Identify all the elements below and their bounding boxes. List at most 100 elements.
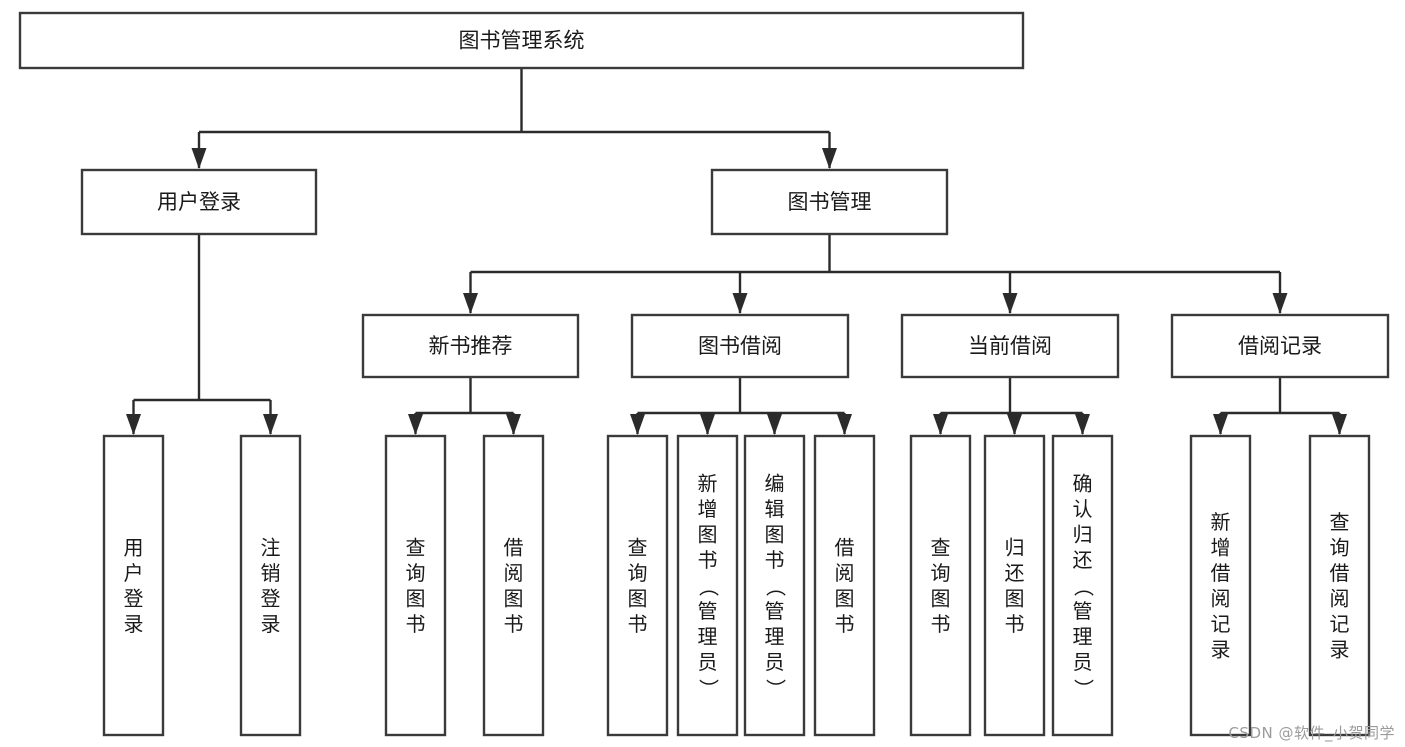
node-box-current-borrow[interactable] (900, 313, 1120, 379)
node-label-leaf-add-book-char-7: 员 (698, 650, 718, 674)
node-label-leaf-confirm-return-char-5: 管 (1073, 599, 1093, 623)
node-box-leaf-user-login[interactable] (102, 434, 165, 737)
node-box-leaf-confirm-return[interactable] (1051, 434, 1114, 737)
node-label-leaf-query-book-1-char-0: 查 (406, 535, 426, 559)
node-label-leaf-add-record-char-3: 阅 (1211, 586, 1231, 610)
node-box-leaf-borrow-book-1[interactable] (482, 434, 545, 737)
node-box-leaf-query-book-2[interactable] (606, 434, 669, 737)
node-label-leaf-add-record-char-1: 增 (1211, 535, 1231, 559)
node-label-user-login: 用户登录 (157, 190, 241, 214)
node-label-leaf-return-book-char-1: 还 (1005, 561, 1025, 585)
node-label-leaf-confirm-return-char-6: 理 (1073, 625, 1093, 649)
node-box-leaf-add-book[interactable] (676, 434, 739, 737)
arrow-head-icon-leaf-return-book (1007, 414, 1022, 435)
node-label-leaf-add-record-char-5: 录 (1211, 637, 1231, 661)
node-label-leaf-query-book-1-char-2: 图 (406, 586, 426, 610)
node-label-leaf-edit-book-char-3: 书 (765, 548, 785, 572)
node-label-leaf-edit-book-char-7: 员 (765, 650, 785, 674)
node-label-leaf-query-record-char-1: 询 (1330, 535, 1350, 559)
node-label-leaf-query-book-2-char-3: 书 (628, 612, 648, 636)
node-book-manage[interactable]: 图书管理 (710, 168, 949, 236)
arrow-head-icon-leaf-confirm-return (1075, 414, 1090, 435)
node-box-leaf-borrow-book-2[interactable] (813, 434, 876, 737)
arrow-head-icon-leaf-logout (263, 414, 278, 435)
node-box-leaf-edit-book[interactable] (743, 434, 806, 737)
node-label-leaf-query-book-3-char-3: 书 (931, 612, 951, 636)
node-label-leaf-query-record-char-5: 录 (1330, 637, 1350, 661)
node-label-leaf-user-login-char-1: 户 (124, 561, 144, 585)
node-label-leaf-logout-char-3: 录 (261, 612, 281, 636)
arrow-head-icon-leaf-add-record (1213, 414, 1228, 435)
node-box-book-borrow[interactable] (630, 313, 850, 379)
node-label-leaf-confirm-return-char-8: ） (1072, 679, 1096, 699)
node-label-leaf-return-book-char-2: 图 (1005, 586, 1025, 610)
node-box-leaf-query-record[interactable] (1308, 434, 1371, 737)
node-label-current-borrow: 当前借阅 (968, 334, 1052, 358)
node-box-borrow-record[interactable] (1170, 313, 1390, 379)
node-box-user-login[interactable] (80, 168, 318, 236)
node-label-leaf-logout-char-0: 注 (261, 535, 281, 559)
node-root[interactable]: 图书管理系统 (18, 11, 1025, 70)
node-label-leaf-borrow-book-1-char-0: 借 (504, 535, 524, 559)
node-new-book-rec[interactable]: 新书推荐 (361, 313, 580, 379)
node-label-leaf-user-login-char-2: 登 (124, 586, 144, 610)
node-box-leaf-query-book-3[interactable] (909, 434, 972, 737)
node-label-leaf-user-login-char-0: 用 (124, 535, 144, 559)
node-book-borrow[interactable]: 图书借阅 (630, 313, 850, 379)
node-label-leaf-borrow-book-1-char-1: 阅 (504, 561, 524, 585)
node-borrow-record[interactable]: 借阅记录 (1170, 313, 1390, 379)
node-label-leaf-edit-book-char-2: 图 (765, 523, 785, 547)
node-box-leaf-logout[interactable] (239, 434, 302, 737)
arrow-head-icon-leaf-query-record (1332, 414, 1347, 435)
node-label-leaf-query-book-2-char-1: 询 (628, 561, 648, 585)
node-label-leaf-borrow-book-2-char-2: 图 (835, 586, 855, 610)
node-label-leaf-query-book-1-char-1: 询 (406, 561, 426, 585)
node-label-leaf-confirm-return-char-4: （ (1072, 577, 1096, 597)
node-label-leaf-confirm-return-char-3: 还 (1073, 548, 1093, 572)
node-label-leaf-query-book-3-char-0: 查 (931, 535, 951, 559)
arrow-head-icon-user-login (191, 148, 207, 169)
node-label-leaf-confirm-return-char-0: 确 (1073, 472, 1093, 496)
node-label-leaf-query-record-char-2: 借 (1330, 561, 1350, 585)
arrow-head-icon-leaf-query-book-3 (933, 414, 948, 435)
node-label-leaf-edit-book-char-0: 编 (765, 472, 785, 496)
node-box-leaf-return-book[interactable] (983, 434, 1046, 737)
node-leaf-user-login[interactable]: 用户登录 (102, 434, 165, 737)
node-box-leaf-query-book-1[interactable] (384, 434, 447, 737)
node-label-leaf-query-book-3-char-2: 图 (931, 586, 951, 610)
node-label-borrow-record: 借阅记录 (1238, 334, 1322, 358)
node-current-borrow[interactable]: 当前借阅 (900, 313, 1120, 379)
node-label-leaf-logout-char-1: 销 (261, 561, 281, 585)
node-label-leaf-confirm-return-char-1: 认 (1073, 497, 1093, 521)
node-label-leaf-query-book-2-char-2: 图 (628, 586, 648, 610)
node-label-root: 图书管理系统 (459, 29, 585, 53)
node-label-new-book-rec: 新书推荐 (429, 334, 513, 358)
node-label-leaf-add-book-char-2: 图 (698, 523, 718, 547)
arrow-head-icon-leaf-add-book (700, 414, 715, 435)
node-box-leaf-add-record[interactable] (1189, 434, 1252, 737)
arrow-head-icon-leaf-borrow-book-1 (506, 414, 521, 435)
node-box-new-book-rec[interactable] (361, 313, 580, 379)
node-label-leaf-add-book-char-4: （ (697, 577, 721, 597)
node-label-leaf-borrow-book-2-char-0: 借 (835, 535, 855, 559)
node-box-root[interactable] (18, 11, 1025, 70)
arrow-head-icon-leaf-query-book-1 (408, 414, 423, 435)
arrow-head-icon-borrow-record (1272, 293, 1288, 314)
node-user-login[interactable]: 用户登录 (80, 168, 318, 236)
node-label-leaf-borrow-book-1-char-3: 书 (504, 612, 524, 636)
node-box-book-manage[interactable] (710, 168, 949, 236)
